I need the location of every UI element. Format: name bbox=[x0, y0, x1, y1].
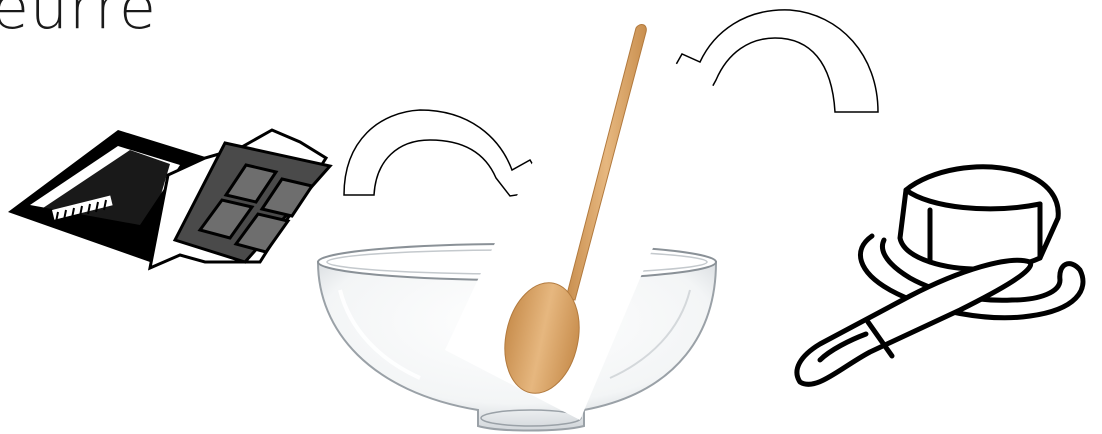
chocolate-bar-icon bbox=[8, 130, 330, 268]
butter-dish-icon bbox=[797, 167, 1083, 385]
curved-arrow-right-icon bbox=[344, 110, 548, 196]
